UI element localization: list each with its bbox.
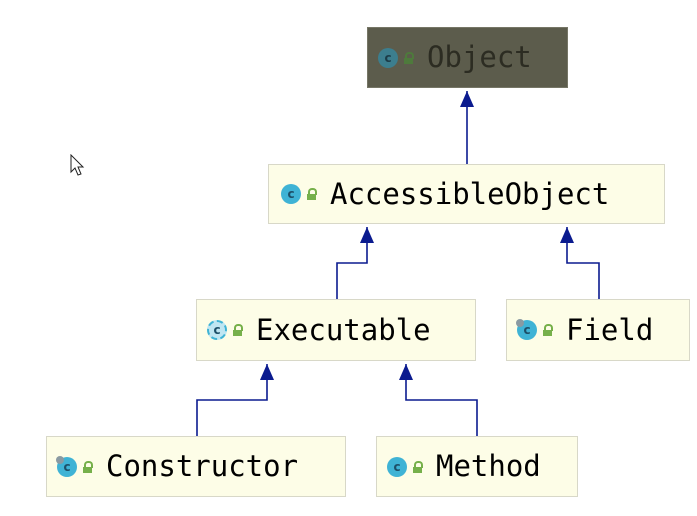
lock-icon [233,324,243,336]
class-icon: c [281,184,301,204]
edge-constructor-to-executable [196,364,274,436]
lock-icon [413,460,423,473]
lock-icon [404,51,414,64]
lock-icon [307,188,317,200]
class-node-accessibleobject[interactable]: c AccessibleObject [268,164,665,224]
class-label: Executable [256,312,431,347]
class-icon: c [378,47,398,68]
class-node-constructor[interactable]: c Constructor [46,436,346,497]
final-class-icon: c [56,455,77,477]
edge-method-to-executable [399,364,478,436]
lock-icon [83,460,93,473]
abstract-class-icon: c [207,320,227,340]
class-icon: c [387,456,407,477]
edge-field-to-accessibleobject [560,227,600,299]
class-label: Constructor [106,449,299,483]
lock-icon [543,324,553,336]
class-label: Object [427,40,532,74]
edge-executable-to-accessibleobject [336,227,374,299]
final-class-icon: c [516,319,537,340]
mouse-pointer-icon [70,154,85,176]
class-label: Method [436,449,541,483]
class-node-method[interactable]: c Method [376,436,578,497]
class-label: Field [566,312,654,347]
class-node-executable[interactable]: c Executable [196,299,476,361]
class-label: AccessibleObject [330,176,610,211]
class-node-object[interactable]: c Object [367,27,568,88]
class-node-field[interactable]: c Field [506,299,690,361]
